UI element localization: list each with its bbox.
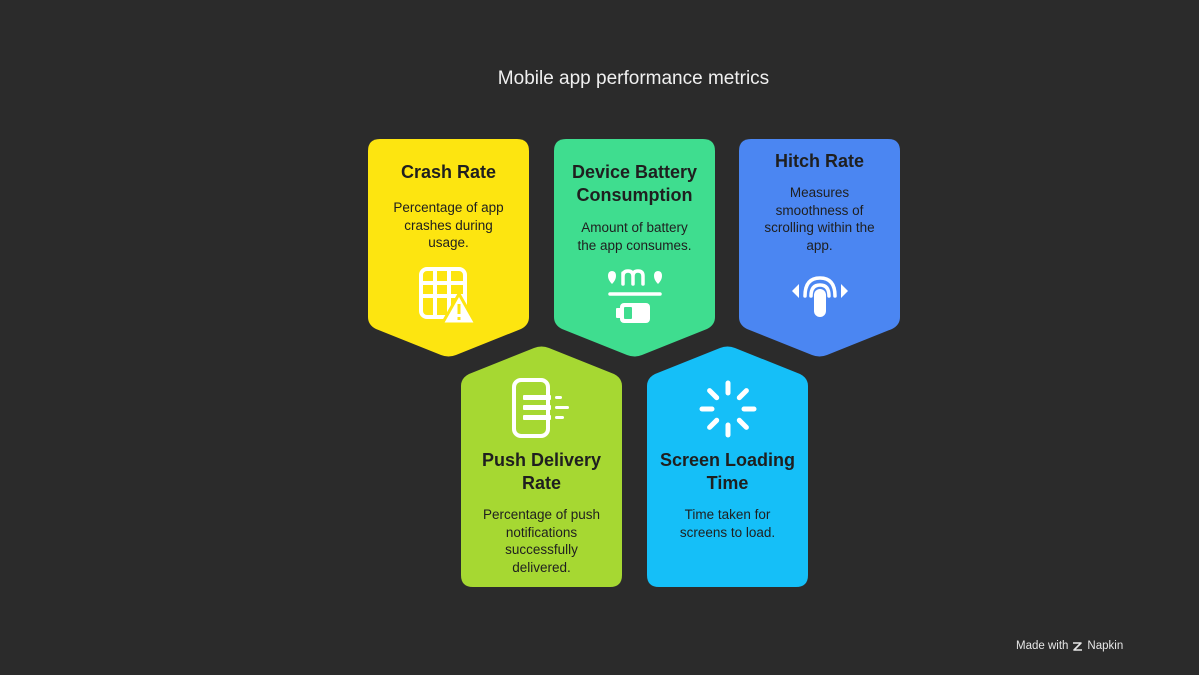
card-title: Push Delivery Rate [481, 450, 602, 493]
card-device-battery-consumption: Device Battery Consumption Amount of bat… [554, 139, 715, 357]
card-description: Percentage of app crashes during usage. [393, 200, 504, 250]
card-background [461, 346, 622, 587]
card-background [554, 139, 715, 357]
card-shape [739, 139, 900, 357]
card-hitch-rate: Hitch Rate Measures smoothness of scroll… [739, 139, 900, 357]
card-description: Measures smoothness of scrolling within … [764, 185, 875, 253]
card-background [368, 139, 529, 357]
card-push-delivery-rate: Push Delivery Rate Percentage of push no… [461, 346, 622, 587]
card-title: Crash Rate [400, 162, 497, 182]
phone-notification-icon [512, 378, 569, 438]
napkin-logo-icon [1073, 641, 1083, 651]
card-description: Amount of battery the app consumes. [577, 220, 692, 253]
finger-swipe-icon [792, 276, 848, 317]
card-title: Device Battery Consumption [571, 162, 698, 205]
card-background [647, 346, 808, 587]
spreadsheet-warning-icon [419, 267, 478, 326]
made-with-napkin-footer[interactable]: Made with Napkin [1016, 640, 1123, 652]
card-shape [461, 346, 622, 587]
card-shape [554, 139, 715, 357]
loading-spinner-icon [699, 380, 757, 438]
page-title: Mobile app performance metrics [497, 68, 770, 89]
card-background [739, 139, 900, 357]
card-screen-loading-time: Screen Loading Time Time taken for scree… [647, 346, 808, 587]
footer-made-with: Made with [1016, 640, 1069, 652]
footer-brand: Napkin [1087, 640, 1124, 652]
battery-plug-icon [608, 269, 662, 323]
card-title: Hitch Rate [774, 151, 864, 171]
card-description: Time taken for screens to load. [679, 507, 776, 540]
card-crash-rate: Crash Rate Percentage of app crashes dur… [368, 139, 529, 357]
card-shape [647, 346, 808, 587]
card-shape [368, 139, 529, 357]
card-title: Screen Loading Time [659, 450, 796, 493]
card-description: Percentage of push notifications success… [482, 507, 601, 575]
